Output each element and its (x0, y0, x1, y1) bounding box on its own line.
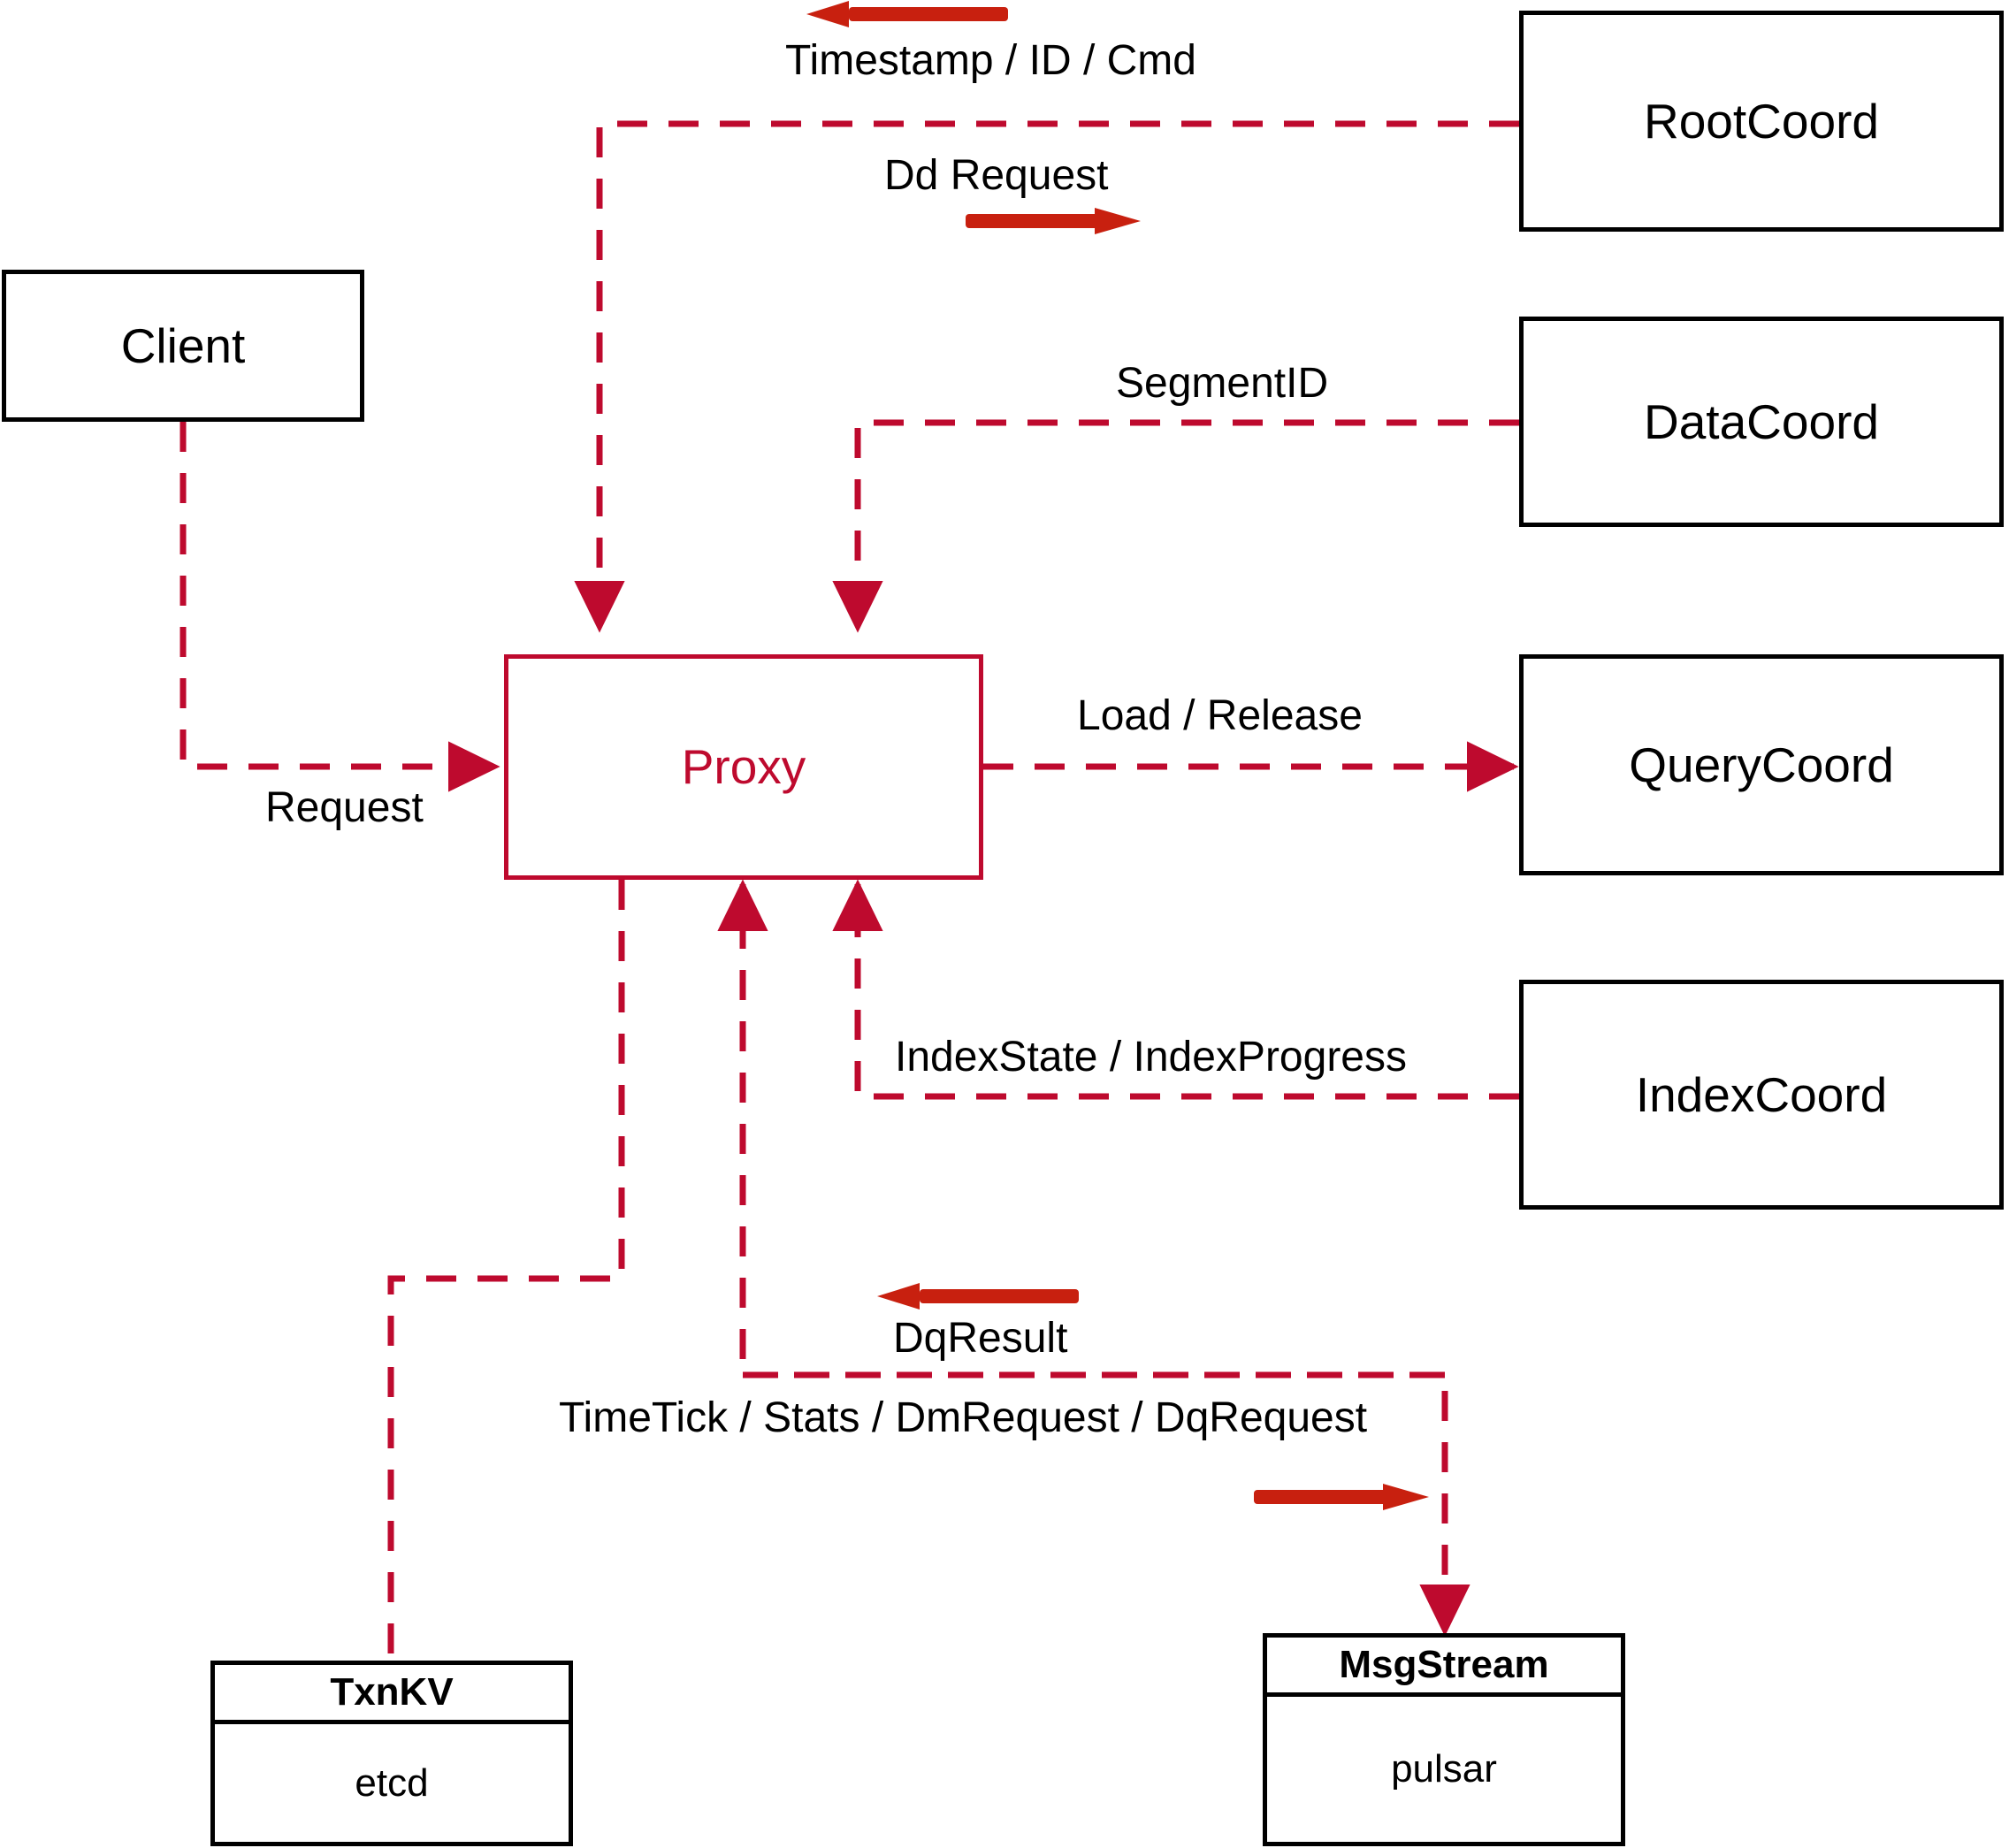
edge-label-request: Request (265, 784, 424, 831)
node-proxy-label: Proxy (681, 739, 806, 794)
node-proxy[interactable]: Proxy (504, 654, 983, 880)
node-indexcoord[interactable]: IndexCoord (1519, 980, 2004, 1210)
edge-label-segment-id: SegmentID (1116, 360, 1329, 407)
wire-proxy-to-txnkv (387, 880, 625, 1662)
wire-datacoord-to-proxy (832, 419, 1519, 633)
node-msgstream-body: pulsar (1391, 1747, 1497, 1791)
arrow-dqresult-left (877, 1283, 1079, 1310)
edge-label-timestamp-id-cmd: Timestamp / ID / Cmd (785, 37, 1196, 84)
node-indexcoord-label: IndexCoord (1635, 1066, 1888, 1122)
node-rootcoord[interactable]: RootCoord (1519, 11, 2004, 232)
node-datacoord[interactable]: DataCoord (1519, 317, 2004, 527)
wire-indexcoord-to-proxy (832, 879, 1519, 1100)
edge-label-dq-result: DqResult (893, 1315, 1068, 1362)
arrow-dmrequest-right (1254, 1484, 1429, 1510)
wire-proxy-to-rootcoord (574, 120, 1519, 633)
arrow-timestamp-left (806, 1, 1008, 27)
edge-label-index-state-progress: IndexState / IndexProgress (895, 1034, 1407, 1081)
node-client-label: Client (120, 317, 246, 373)
wire-client-to-proxy (180, 422, 500, 792)
node-rootcoord-label: RootCoord (1644, 93, 1879, 149)
wire-proxy-to-msgstream (743, 1371, 1470, 1637)
edge-label-dd-request: Dd Request (884, 152, 1109, 199)
arrow-ddrequest-right (966, 208, 1141, 234)
node-querycoord-label: QueryCoord (1629, 737, 1894, 792)
node-datacoord-label: DataCoord (1644, 393, 1879, 449)
direction-arrow-group (806, 1, 1429, 1510)
edge-label-timetick-stats: TimeTick / Stats / DmRequest / DqRequest (559, 1394, 1368, 1441)
node-msgstream-header: MsgStream (1267, 1638, 1621, 1697)
wire-msgstream-to-proxy (717, 879, 1445, 1378)
node-client[interactable]: Client (2, 270, 364, 422)
edge-label-load-release: Load / Release (1077, 692, 1363, 739)
node-txnkv-body: etcd (355, 1760, 429, 1805)
node-msgstream[interactable]: MsgStream pulsar (1263, 1633, 1625, 1846)
node-txnkv[interactable]: TxnKV etcd (210, 1661, 573, 1846)
node-txnkv-header: TxnKV (215, 1665, 569, 1724)
node-querycoord[interactable]: QueryCoord (1519, 654, 2004, 875)
